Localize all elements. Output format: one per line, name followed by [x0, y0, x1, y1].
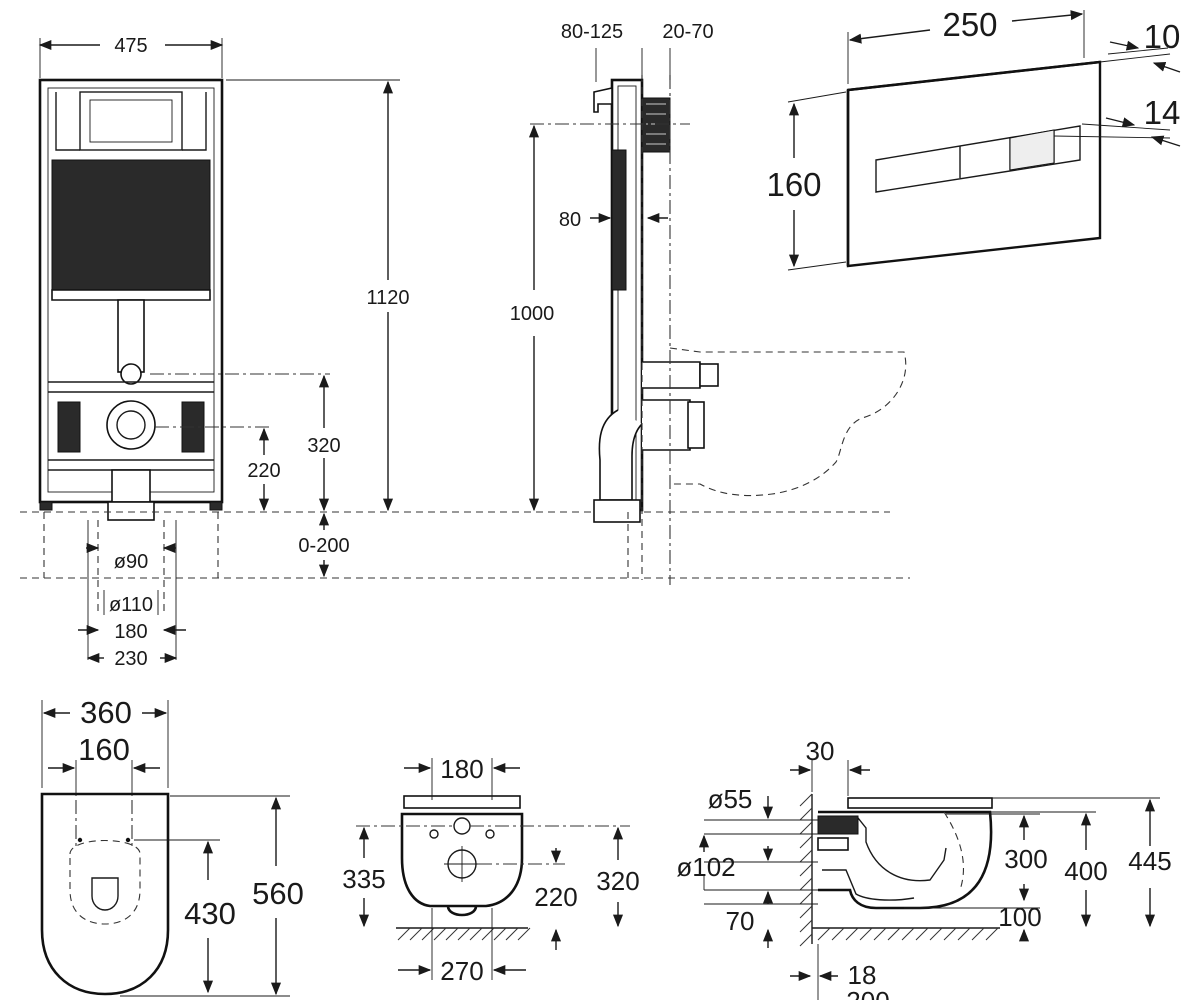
plate-width-label: 250 [942, 6, 997, 43]
bowl-top-view [40, 792, 170, 996]
bolt-spacing-label: 160 [78, 732, 130, 767]
top-left-range-label: 80-125 [561, 21, 623, 43]
frame-side-view [593, 78, 719, 523]
bowl-side-view [799, 793, 1000, 947]
spacing-outer-label: 230 [114, 648, 147, 670]
total-height-label: 445 [1128, 846, 1171, 876]
plate-height-label: 160 [766, 166, 821, 203]
frame-height-label: 1120 [366, 287, 409, 309]
back-outlet-height-label: 220 [534, 882, 577, 912]
wall-and-bowl-outline [627, 75, 907, 585]
back-bottom-width-label: 270 [440, 956, 483, 986]
side-height-label: 1000 [510, 303, 555, 325]
side-dimensions: 80-125 20-70 1000 80 [510, 21, 714, 512]
floor-lines [20, 511, 910, 660]
pipe-small-label: ø90 [114, 551, 148, 573]
inner-300-label: 300 [1004, 844, 1047, 874]
button-depth-label: 14 [1144, 94, 1181, 131]
dim-100-label: 100 [998, 902, 1041, 932]
frame-front-view [38, 78, 224, 521]
outlet-diameter-label: ø102 [676, 852, 735, 882]
outlet-height-side-label: 70 [726, 906, 755, 936]
bowl-width-label: 360 [80, 695, 132, 730]
bowl-top-dimensions: 360 160 430 560 [41, 695, 304, 997]
flush-plate-dimensions: 250 10 14 160 [766, 6, 1181, 271]
flush-plate [846, 60, 1102, 268]
inlet-diameter-label: ø55 [708, 784, 753, 814]
bowl-back-view [396, 795, 531, 941]
plate-depth-label: 10 [1144, 18, 1181, 55]
bowl-side-dimensions: 30 ø55 ø102 70 300 400 445 100 18 [676, 736, 1172, 1000]
bolt-height-label: 335 [342, 864, 385, 894]
pipe-large-label: ø110 [109, 594, 153, 616]
bowl-length-label: 560 [252, 876, 304, 911]
plate-gap-label: 30 [806, 736, 835, 766]
dim-18-label: 18 [848, 960, 877, 990]
back-top-width-label: 180 [440, 754, 483, 784]
floor-range-label: 0-200 [298, 535, 349, 557]
inlet-height-label: 320 [307, 435, 340, 457]
frame-depth-label: 80 [559, 209, 581, 231]
top-right-range-label: 20-70 [662, 21, 713, 43]
inner-400-label: 400 [1064, 856, 1107, 886]
dim-bottom-partial-label: 200 [846, 986, 889, 1000]
bolt-to-front-label: 430 [184, 896, 236, 931]
front-dimensions: 475 1120 320 220 0-200 ø90 ø110 180 230 [38, 35, 410, 670]
bowl-back-dimensions: 180 270 335 220 320 [342, 754, 639, 986]
back-inlet-height-label: 320 [596, 866, 639, 896]
frame-width-label: 475 [114, 35, 147, 57]
outlet-height-label: 220 [247, 460, 280, 482]
spacing-inner-label: 180 [114, 621, 147, 643]
